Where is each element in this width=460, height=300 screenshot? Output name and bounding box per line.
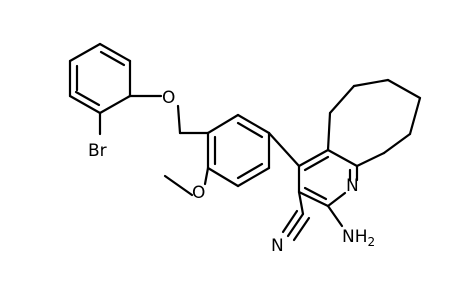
pyridine-ring — [297, 148, 359, 208]
double-bond-inner — [74, 90, 101, 107]
double-bond-inner — [303, 186, 328, 201]
bond-aryl-methoxy-oxygen — [203, 166, 210, 186]
double-bond-inner — [99, 50, 126, 67]
bond — [328, 84, 356, 115]
bond — [206, 113, 240, 135]
bromophenyl-ring — [68, 42, 132, 115]
bond — [408, 96, 422, 136]
bond — [326, 111, 332, 152]
double-bond-inner — [236, 121, 264, 139]
bromine-label: Br — [88, 141, 107, 161]
ring-nitrogen-label: N — [346, 176, 359, 196]
double-bond-inner — [303, 155, 330, 172]
methoxy-oxygen-label: O — [192, 183, 205, 203]
amino-subscript: 2 — [368, 235, 376, 249]
nitrile-nitrogen-label: N — [271, 236, 284, 256]
methoxyphenyl-ring — [206, 113, 271, 188]
bond — [297, 190, 330, 208]
bond — [98, 94, 132, 115]
bond — [297, 148, 330, 168]
nitrile-triple-bond — [292, 216, 311, 242]
bond — [206, 166, 240, 188]
bond — [98, 42, 132, 63]
nitrile-triple-bond — [281, 209, 299, 234]
bond — [326, 148, 359, 168]
bond-methoxy-methyl — [163, 174, 194, 197]
cycloheptane-ring — [326, 78, 422, 168]
amino-group-label: NH2 — [342, 227, 375, 249]
bond — [68, 42, 102, 63]
bond — [386, 78, 422, 100]
bond-oxygen-ch2 — [176, 104, 182, 135]
ether-oxygen-label: O — [162, 88, 175, 108]
bond — [68, 94, 102, 115]
bond — [236, 166, 271, 188]
bond-ring-amino — [326, 204, 344, 228]
bond — [382, 132, 412, 155]
nitrile-triple-bond — [286, 212, 305, 238]
double-bond-inner — [236, 162, 264, 180]
bond — [326, 191, 347, 208]
bond — [352, 78, 390, 88]
bond-aryl-pyridine — [267, 131, 301, 168]
amino-nh-text: NH — [342, 227, 368, 247]
bond-ring-nitrile-carbon — [297, 190, 305, 216]
bond — [236, 113, 271, 135]
bond — [355, 151, 386, 168]
